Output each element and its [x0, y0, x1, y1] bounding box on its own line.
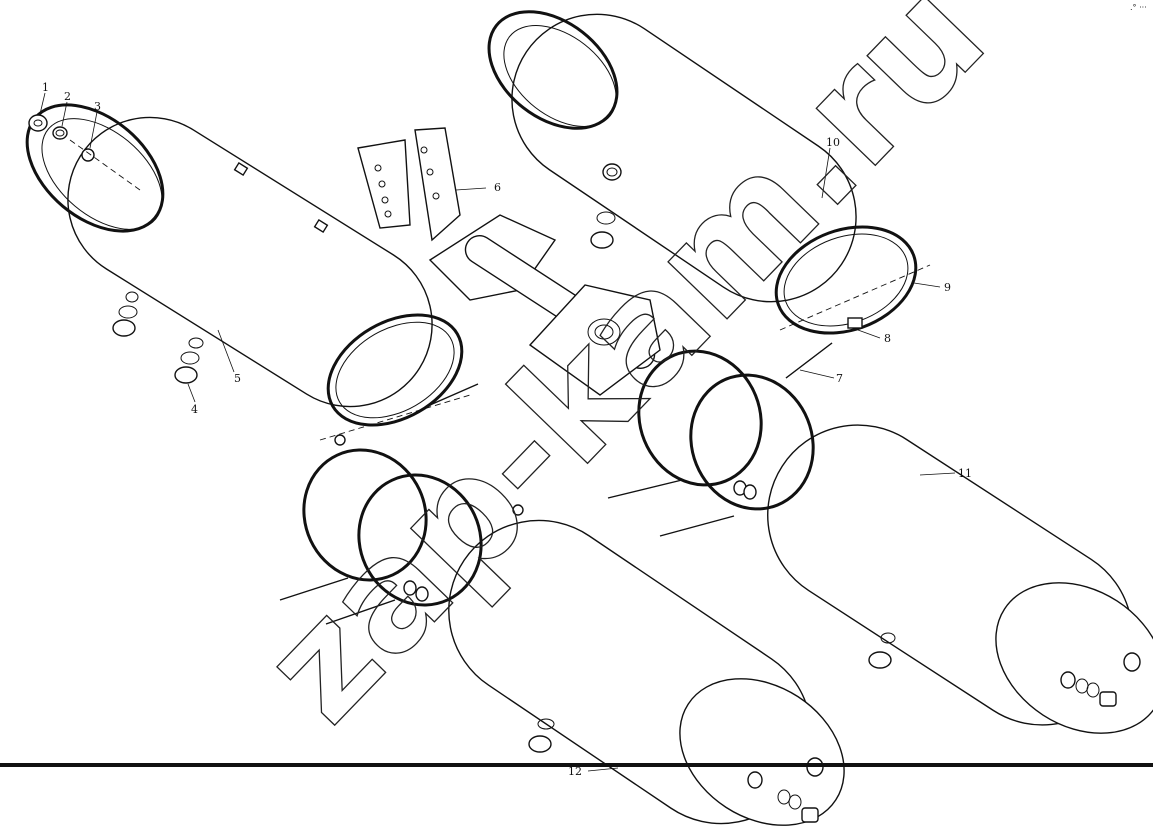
callout-1: 1 — [42, 81, 49, 94]
callout-5: 5 — [234, 372, 241, 385]
callout-3: 3 — [94, 100, 101, 113]
strap-8 — [774, 225, 918, 335]
tank-11 — [767, 424, 1153, 734]
divider-line — [0, 763, 1153, 767]
callout-6: 6 — [494, 181, 501, 194]
drain-valve-11 — [868, 632, 896, 669]
callout-12: 12 — [568, 765, 582, 778]
drain-valve-12 — [528, 718, 555, 753]
axis-line — [779, 264, 931, 331]
axis-line-fittings — [69, 139, 141, 191]
fitting-3 — [81, 148, 95, 162]
tank-10 — [487, 10, 857, 303]
callout-2: 2 — [64, 90, 71, 103]
callout-8: 8 — [884, 332, 891, 345]
callout-11: 11 — [958, 467, 972, 480]
strap-pair-left — [279, 448, 483, 625]
strap-pair-right — [607, 349, 815, 537]
leader-lines — [39, 92, 956, 772]
bolt-7 — [785, 342, 833, 379]
callout-9: 9 — [944, 281, 951, 294]
callout-4: 4 — [191, 403, 198, 416]
tank-12 — [448, 519, 845, 826]
corner-mark: .° ··· — [1130, 3, 1147, 12]
washer-2 — [52, 126, 68, 140]
callout-7: 7 — [836, 372, 843, 385]
strap-upper-left — [326, 313, 479, 427]
bracket-6 — [357, 127, 661, 396]
callout-10: 10 — [826, 136, 840, 149]
drain-valve-4 — [112, 291, 204, 384]
axis-line-left — [319, 394, 471, 441]
nipple-fittings — [334, 434, 757, 602]
drain-valve-10 — [590, 211, 616, 249]
fitting-1 — [28, 114, 48, 132]
